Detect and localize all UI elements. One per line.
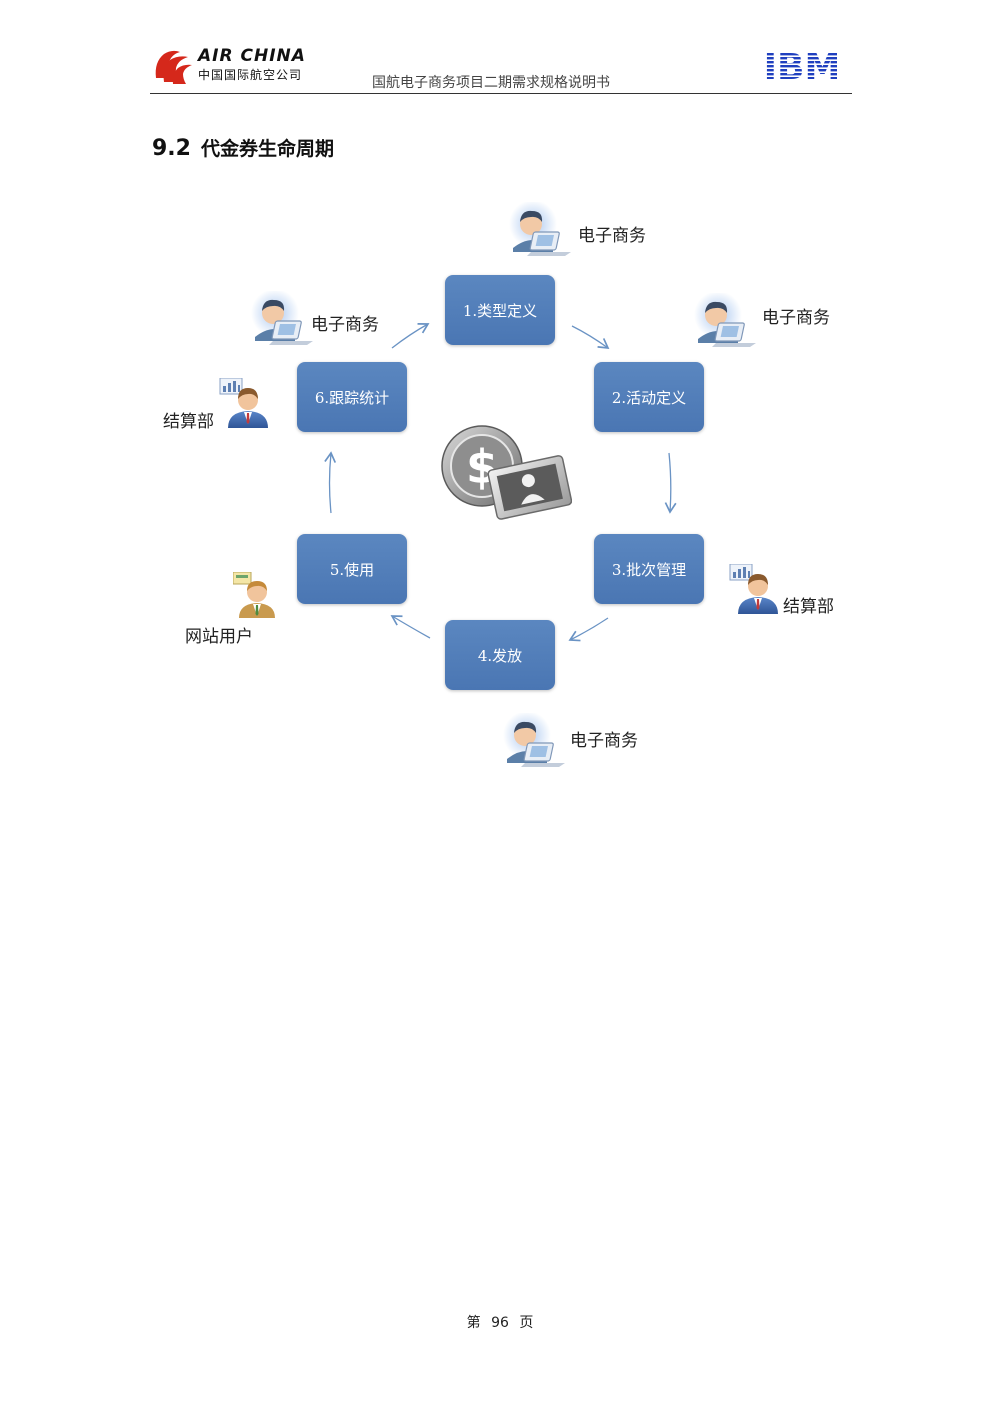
logo-subtext: 中国国际航空公司	[198, 68, 303, 82]
stage-label: 6.跟踪统计	[314, 388, 390, 407]
page-prefix: 第	[466, 1315, 481, 1331]
role-label-ecommerce: 电子商务	[762, 308, 830, 328]
air-china-logo-icon	[155, 50, 192, 84]
dollar-coin-card-icon: $	[441, 425, 572, 520]
role-label-ecommerce: 电子商务	[570, 731, 638, 751]
stage-label: 4.发放	[477, 646, 523, 665]
stage-campaign-definition: 2.活动定义	[594, 362, 704, 432]
ecommerce-user-laptop-icon	[693, 293, 757, 348]
ecommerce-user-laptop-icon	[502, 713, 566, 768]
stage-label: 2.活动定义	[611, 388, 687, 407]
ecommerce-user-laptop-icon	[508, 202, 572, 257]
role-label-ecommerce: 电子商务	[311, 315, 379, 335]
page-footer: 第 96 页	[0, 1312, 1000, 1332]
arrow-1-to-2	[571, 325, 610, 349]
arrow-2-to-3	[664, 452, 677, 514]
finance-user-chart-icon	[729, 564, 779, 615]
stage-label: 5.使用	[329, 560, 375, 579]
stage-type-definition: 1.类型定义	[445, 275, 555, 345]
arrow-5-to-6	[324, 451, 337, 514]
section-number: 9.2	[152, 136, 191, 161]
arrow-6-to-1	[391, 323, 430, 349]
finance-user-chart-icon	[219, 378, 269, 429]
stage-tracking-statistics: 6.跟踪统计	[297, 362, 407, 432]
website-user-icon	[233, 572, 276, 619]
logo-text: AIR CHINA	[198, 46, 306, 66]
stage-label: 3.批次管理	[611, 560, 687, 579]
ecommerce-user-laptop-icon	[250, 291, 314, 346]
page-number: 96	[491, 1315, 509, 1331]
arrow-4-to-5	[390, 615, 431, 639]
stage-issuance: 4.发放	[445, 620, 555, 690]
cycle-arrows	[324, 323, 677, 642]
role-label-finance: 结算部	[783, 597, 834, 617]
header-divider	[150, 93, 852, 94]
stage-usage: 5.使用	[297, 534, 407, 604]
role-label-ecommerce: 电子商务	[578, 226, 646, 246]
stage-batch-management: 3.批次管理	[594, 534, 704, 604]
role-label-website-user: 网站用户	[185, 627, 253, 647]
document-title: 国航电子商务项目二期需求规格说明书	[372, 75, 610, 91]
section-title: 代金券生命周期	[200, 138, 334, 160]
page-suffix: 页	[519, 1315, 534, 1331]
stage-label: 1.类型定义	[462, 301, 538, 320]
role-label-finance: 结算部	[163, 412, 214, 432]
section-heading: 9.2 代金券生命周期	[152, 134, 334, 161]
arrow-3-to-4	[568, 617, 609, 642]
